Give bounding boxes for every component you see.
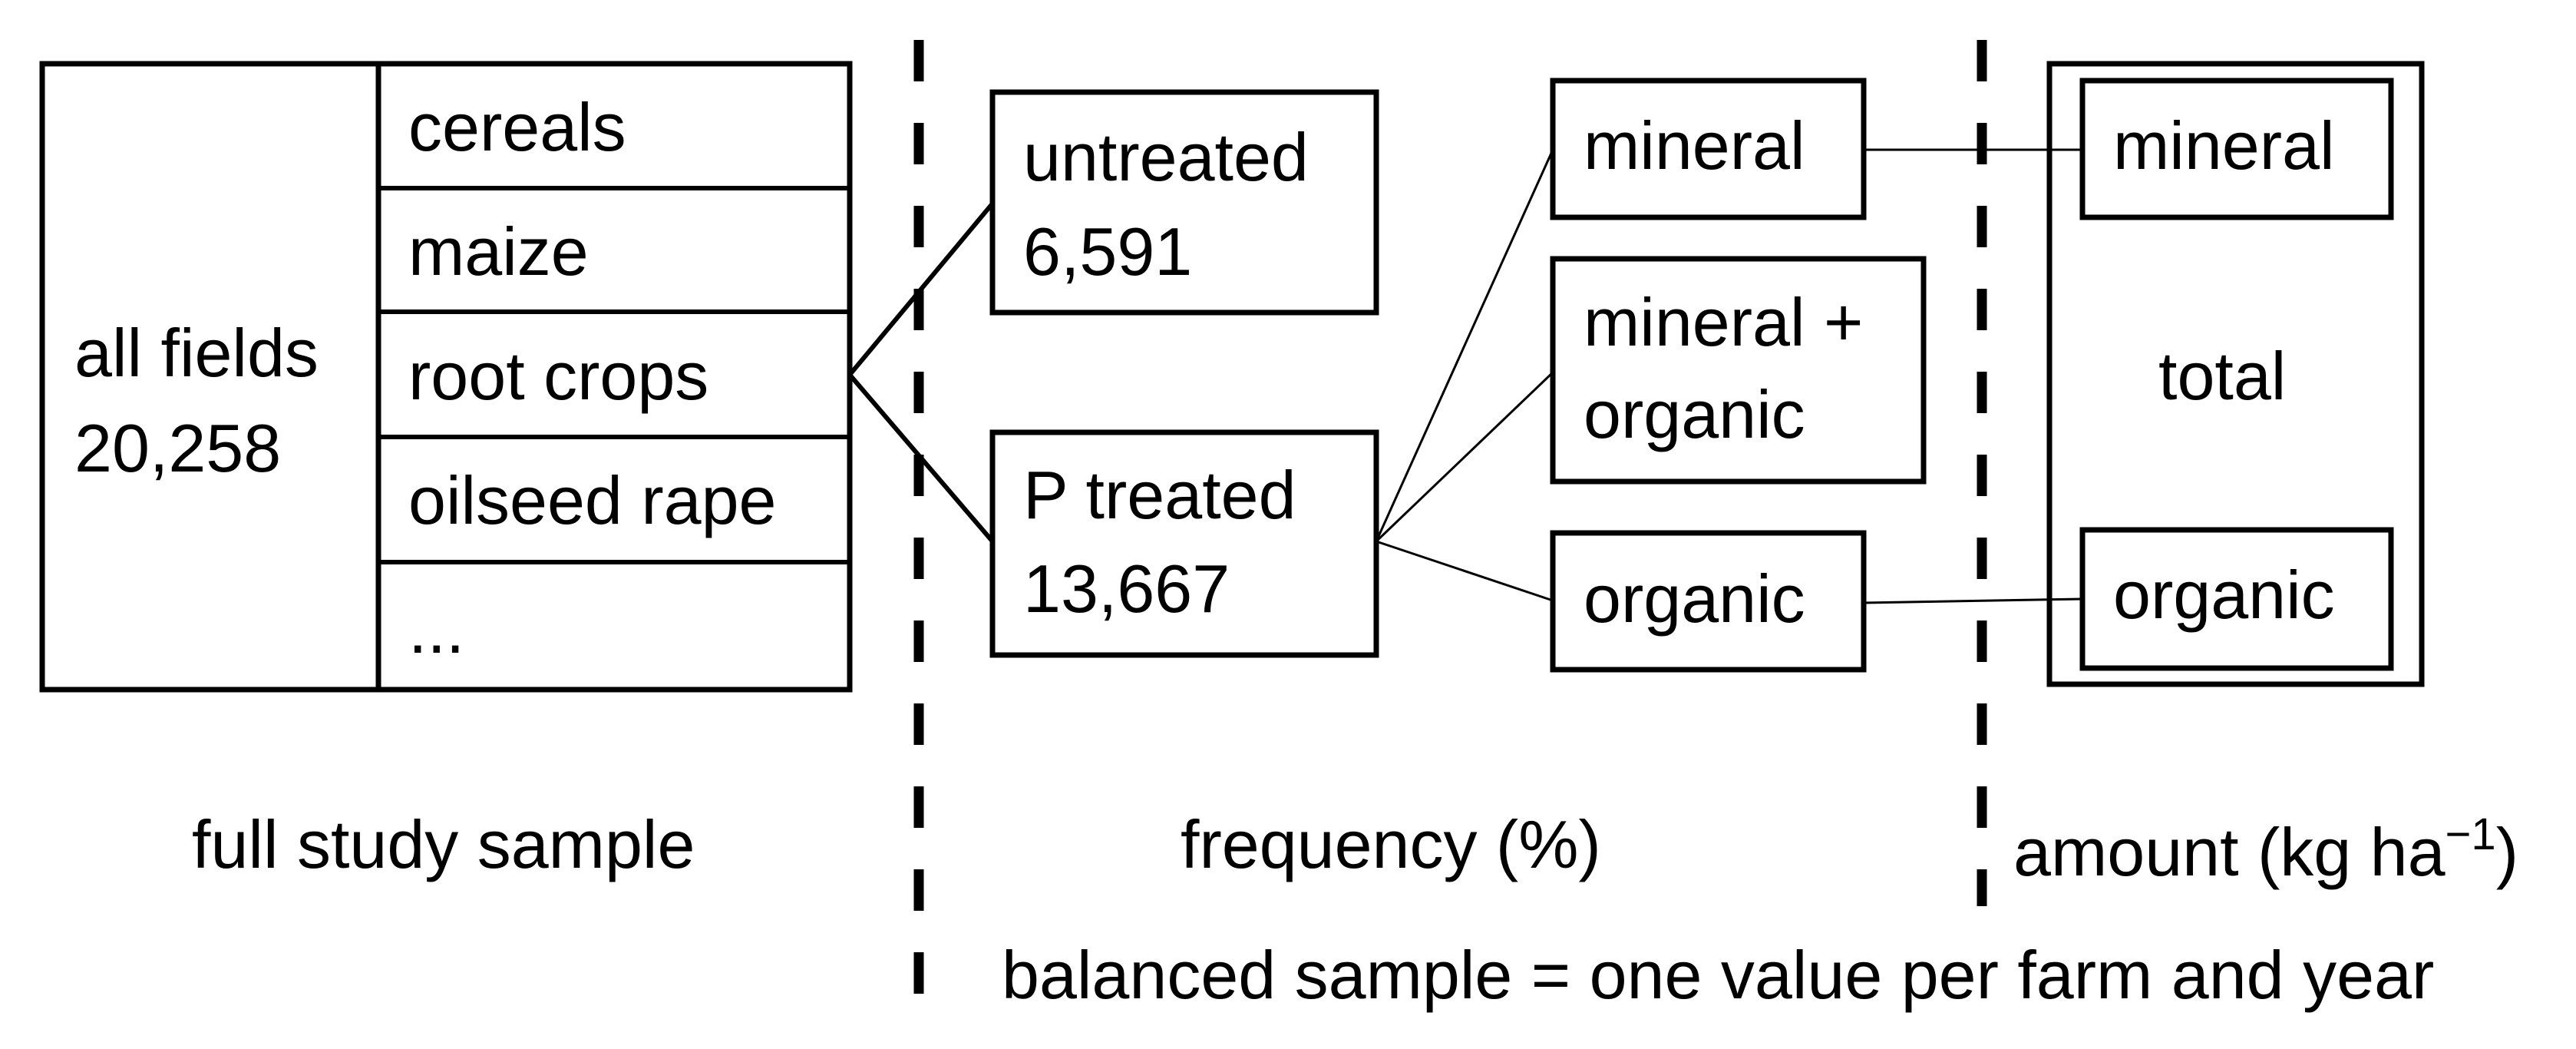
p-treated-label: P treated [1023,457,1296,533]
section-label-full-study-sample: full study sample [192,806,695,882]
amount-text: amount (kg ha [2013,814,2446,890]
mineral-label: mineral [1584,108,1805,184]
crop-oilseed-rape: oilseed rape [408,462,776,538]
untreated-box [989,89,1379,316]
untreated-count: 6,591 [1023,213,1192,290]
amount-total-label: total [2158,338,2286,414]
crop-root-crops: root crops [408,338,708,414]
section-label-balanced-sample: balanced sample = one value per farm and… [1002,937,2434,1013]
mineral-organic-label-line1: mineral + [1584,284,1863,360]
amount-superscript: −1 [2446,809,2496,859]
crop-maize: maize [408,213,589,290]
all-fields-count: 20,258 [74,410,281,486]
p-treated-box [989,429,1379,658]
connector-to-p-treated [847,373,995,543]
section-label-frequency: frequency (%) [1181,806,1601,882]
connector-to-mineral [1375,149,1554,542]
mineral-organic-label-line2: organic [1584,376,1805,452]
organic-label: organic [1584,561,1805,637]
amount-mineral-label: mineral [2113,108,2335,184]
mineral-organic-box [1550,256,1927,485]
amount-organic-box [2079,527,2394,671]
connector-to-organic [1376,540,1554,602]
organic-box [1550,530,1867,673]
section-label-amount: amount (kg ha−1) [2013,809,2518,890]
p-treated-count: 13,667 [1023,551,1230,627]
connector-organic-amount [1863,597,2083,604]
crop-more: ... [408,591,464,667]
amount-total-box [2046,61,2425,687]
untreated-label: untreated [1023,119,1309,195]
amount-close: ) [2496,814,2518,890]
connector-to-mixed [1375,371,1554,543]
amount-organic-label: organic [2113,557,2335,633]
crop-cereals: cereals [408,89,626,165]
amount-mineral-box [2079,78,2394,220]
connector-to-untreated [847,202,995,376]
all-fields-label: all fields [74,315,319,391]
